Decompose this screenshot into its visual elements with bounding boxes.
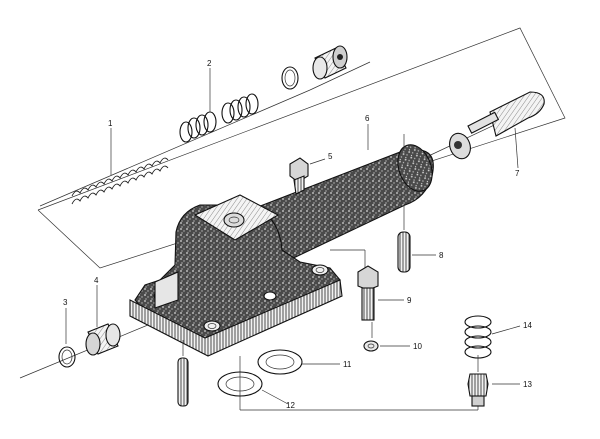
o-ring-top xyxy=(281,66,299,90)
callout-7: 7 xyxy=(515,169,520,178)
bolt-part-9 xyxy=(357,265,379,321)
washer-part-10 xyxy=(363,340,379,352)
gasket-part-12 xyxy=(217,371,263,397)
callout-12: 12 xyxy=(286,401,295,410)
callout-labels: 1 2 3 4 5 6 7 8 9 10 11 12 13 14 xyxy=(63,59,532,410)
callout-5: 5 xyxy=(328,152,333,161)
callout-6: 6 xyxy=(365,114,370,123)
callout-9: 9 xyxy=(407,296,412,305)
callout-10: 10 xyxy=(413,342,422,351)
spring-part-1 xyxy=(71,157,169,205)
callout-1: 1 xyxy=(108,119,113,128)
spring-rings-part-2 xyxy=(179,93,259,143)
fitting-part-13 xyxy=(467,373,489,407)
callout-11: 11 xyxy=(343,360,352,369)
callout-14: 14 xyxy=(523,321,532,330)
callout-3: 3 xyxy=(63,298,68,307)
callout-4: 4 xyxy=(94,276,99,285)
callout-leaders xyxy=(65,68,521,405)
dowel-pin xyxy=(177,357,189,407)
callout-2: 2 xyxy=(207,59,212,68)
bolt-part-5 xyxy=(289,157,309,195)
bushing-top xyxy=(312,45,348,80)
callout-13: 13 xyxy=(523,380,532,389)
bushing-part-4 xyxy=(85,323,121,356)
main-housing-part-6 xyxy=(129,144,434,357)
assembly-frame xyxy=(37,27,566,269)
pin-part-8 xyxy=(397,231,411,273)
callout-8: 8 xyxy=(439,251,444,260)
handle-part-7 xyxy=(449,91,545,160)
guide-lines xyxy=(182,134,479,411)
spring-part-14 xyxy=(464,315,492,359)
gasket-part-11 xyxy=(257,349,303,375)
o-ring-part-3 xyxy=(58,346,76,368)
